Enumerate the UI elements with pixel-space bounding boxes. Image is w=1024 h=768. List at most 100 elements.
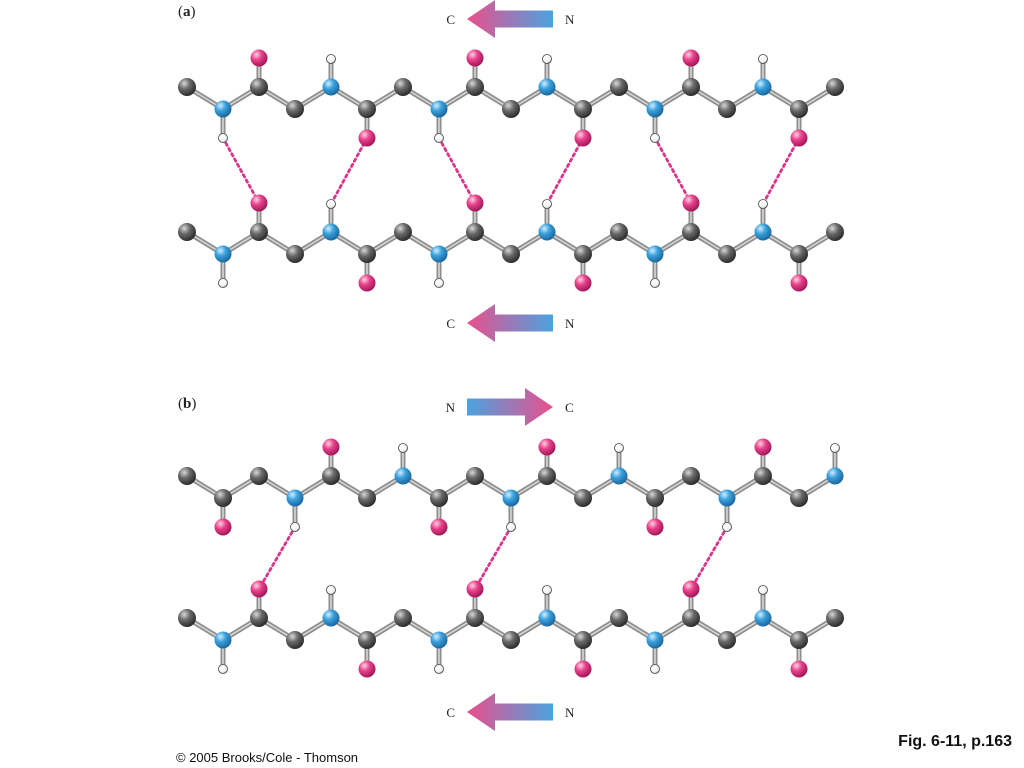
- hydrogen-bond: [689, 525, 729, 591]
- nitrogen-atom: [430, 631, 448, 649]
- carbon-atom: [286, 631, 304, 649]
- carbon-atom: [682, 467, 700, 485]
- hydrogen-bond: [473, 525, 513, 591]
- nitrogen-atom: [322, 609, 340, 627]
- hydrogen-atom: [650, 278, 660, 288]
- carbon-atom: [826, 78, 844, 96]
- nitrogen-atom: [538, 609, 556, 627]
- terminus-label: N: [446, 400, 456, 415]
- oxygen-atom: [250, 194, 268, 212]
- carbon-atom: [250, 609, 268, 627]
- carbon-atom: [502, 100, 520, 118]
- carbon-atom: [610, 223, 628, 241]
- oxygen-atom: [466, 49, 484, 67]
- carbon-atom: [322, 467, 340, 485]
- nitrogen-atom: [754, 609, 772, 627]
- figure-caption: Fig. 6-11, p.163: [898, 733, 1012, 750]
- nitrogen-atom: [538, 223, 556, 241]
- carbon-atom: [466, 223, 484, 241]
- nitrogen-atom: [430, 245, 448, 263]
- oxygen-atom: [682, 49, 700, 67]
- hydrogen-atom: [326, 199, 336, 209]
- nitrogen-atom: [718, 489, 736, 507]
- nitrogen-atom: [430, 100, 448, 118]
- oxygen-atom: [754, 438, 772, 456]
- carbon-atom: [178, 609, 196, 627]
- carbon-atom: [394, 223, 412, 241]
- carbon-atom: [790, 100, 808, 118]
- oxygen-atom: [358, 129, 376, 147]
- hydrogen-atom: [542, 199, 552, 209]
- carbon-atom: [214, 489, 232, 507]
- nitrogen-atom: [754, 78, 772, 96]
- oxygen-atom: [682, 580, 700, 598]
- carbon-atom: [466, 609, 484, 627]
- oxygen-atom: [790, 274, 808, 292]
- hydrogen-atom: [830, 443, 840, 453]
- hydrogen-atom: [326, 54, 336, 64]
- terminus-label: C: [446, 705, 455, 720]
- terminus-label: N: [565, 316, 575, 331]
- carbon-atom: [394, 78, 412, 96]
- nitrogen-atom: [646, 631, 664, 649]
- oxygen-atom: [682, 194, 700, 212]
- carbon-atom: [790, 245, 808, 263]
- oxygen-atom: [358, 660, 376, 678]
- panel-label-b: (b): [178, 396, 197, 412]
- hydrogen-atom: [326, 585, 336, 595]
- carbon-atom: [718, 631, 736, 649]
- terminus-label: N: [565, 12, 575, 27]
- nitrogen-atom: [214, 245, 232, 263]
- atom-layer: [178, 49, 844, 678]
- hydrogen-atom: [758, 54, 768, 64]
- terminus-label: N: [565, 705, 575, 720]
- nitrogen-atom: [394, 467, 412, 485]
- carbon-atom: [286, 100, 304, 118]
- carbon-atom: [538, 467, 556, 485]
- oxygen-atom: [646, 518, 664, 536]
- carbon-atom: [826, 609, 844, 627]
- hydrogen-atom: [398, 443, 408, 453]
- nitrogen-atom: [538, 78, 556, 96]
- hydrogen-atom: [650, 664, 660, 674]
- carbon-atom: [790, 631, 808, 649]
- carbon-atom: [682, 609, 700, 627]
- carbon-atom: [466, 467, 484, 485]
- carbon-atom: [358, 489, 376, 507]
- carbon-atom: [646, 489, 664, 507]
- oxygen-atom: [790, 129, 808, 147]
- carbon-atom: [574, 631, 592, 649]
- nitrogen-atom: [826, 467, 844, 485]
- terminus-label: C: [565, 400, 574, 415]
- carbon-atom: [754, 467, 772, 485]
- nitrogen-atom: [214, 631, 232, 649]
- carbon-atom: [178, 223, 196, 241]
- oxygen-atom: [574, 274, 592, 292]
- oxygen-atom: [358, 274, 376, 292]
- hydrogen-bond: [221, 136, 261, 205]
- hydrogen-atom: [650, 133, 660, 143]
- carbon-atom: [178, 78, 196, 96]
- oxygen-atom: [214, 518, 232, 536]
- oxygen-atom: [322, 438, 340, 456]
- nitrogen-atom: [286, 489, 304, 507]
- carbon-atom: [790, 489, 808, 507]
- panel-label-a: (a): [178, 4, 196, 20]
- hydrogen-atom: [758, 199, 768, 209]
- terminus-label: C: [446, 12, 455, 27]
- carbon-atom: [574, 100, 592, 118]
- nitrogen-atom: [322, 78, 340, 96]
- hydrogen-bond: [329, 136, 369, 206]
- hydrogen-bond: [653, 136, 693, 205]
- oxygen-atom: [430, 518, 448, 536]
- nitrogen-atom: [610, 467, 628, 485]
- carbon-atom: [358, 100, 376, 118]
- hydrogen-atom: [722, 522, 732, 532]
- hydrogen-bond: [761, 136, 801, 206]
- carbon-atom: [250, 223, 268, 241]
- hydrogen-bond-layer: [221, 136, 801, 591]
- oxygen-atom: [250, 580, 268, 598]
- carbon-atom: [610, 78, 628, 96]
- nitrogen-atom: [322, 223, 340, 241]
